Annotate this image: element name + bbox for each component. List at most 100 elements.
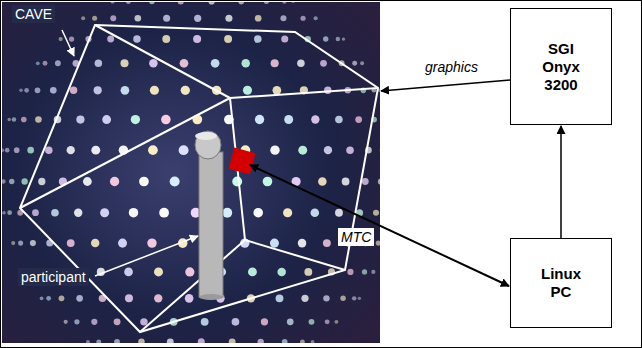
light-dot bbox=[257, 339, 263, 343]
light-dot bbox=[159, 208, 169, 218]
light-dot bbox=[27, 147, 34, 154]
cave-label: CAVE bbox=[12, 5, 55, 23]
light-dot bbox=[255, 15, 262, 22]
light-dot bbox=[310, 208, 319, 217]
light-dot bbox=[291, 2, 294, 3]
light-dot bbox=[74, 319, 79, 324]
light-dot bbox=[11, 241, 15, 245]
light-dot bbox=[59, 37, 63, 41]
light-dot bbox=[323, 295, 329, 301]
light-dot bbox=[12, 117, 17, 122]
light-dot bbox=[40, 297, 44, 301]
light-dot bbox=[149, 2, 155, 4]
light-dot bbox=[325, 319, 330, 324]
signal-label: graphics bbox=[422, 58, 481, 76]
light-dot bbox=[35, 87, 41, 93]
light-dot bbox=[110, 2, 114, 4]
light-dot bbox=[271, 59, 279, 67]
light-dot bbox=[135, 15, 142, 22]
connector-arrow bbox=[560, 126, 562, 238]
light-dot bbox=[124, 268, 133, 277]
light-dot bbox=[67, 239, 75, 247]
light-dot bbox=[46, 296, 51, 301]
light-dot bbox=[76, 115, 84, 123]
light-dot bbox=[74, 209, 82, 217]
light-dot bbox=[161, 115, 171, 125]
light-dot bbox=[282, 2, 286, 4]
light-dot bbox=[21, 117, 27, 123]
graphics-arrow bbox=[381, 80, 510, 91]
light-dot bbox=[70, 87, 77, 94]
light-dot bbox=[7, 118, 10, 121]
light-dot bbox=[185, 267, 194, 276]
light-dot bbox=[238, 2, 244, 4]
light-dot bbox=[126, 2, 131, 4]
light-dot bbox=[131, 115, 140, 124]
process-box: Linux PC bbox=[510, 238, 612, 328]
light-dot bbox=[154, 267, 163, 276]
light-dot bbox=[193, 35, 201, 43]
light-dot bbox=[38, 178, 45, 185]
light-dot bbox=[167, 338, 174, 343]
light-dot bbox=[225, 15, 232, 22]
light-dot bbox=[335, 116, 343, 124]
light-dot bbox=[125, 294, 133, 302]
light-dot bbox=[323, 239, 331, 247]
light-dot bbox=[50, 87, 57, 94]
tracker-sensor bbox=[229, 148, 256, 175]
light-dot bbox=[300, 339, 305, 343]
light-dot bbox=[342, 37, 345, 40]
light-dot bbox=[76, 295, 83, 302]
light-dot bbox=[2, 148, 4, 152]
light-dot bbox=[314, 16, 318, 20]
light-dot bbox=[277, 268, 285, 276]
light-dot bbox=[69, 36, 74, 41]
light-dot bbox=[18, 241, 23, 246]
light-dot bbox=[35, 116, 42, 123]
light-dot bbox=[261, 318, 268, 325]
light-dot bbox=[147, 238, 156, 247]
light-dot bbox=[107, 36, 114, 43]
light-dot bbox=[55, 60, 61, 66]
light-dot bbox=[100, 208, 109, 217]
light-dot bbox=[222, 208, 232, 218]
light-dot bbox=[311, 115, 319, 123]
light-dot bbox=[320, 60, 327, 67]
light-dot bbox=[263, 177, 273, 187]
light-dot bbox=[273, 86, 282, 95]
light-dot bbox=[7, 210, 12, 215]
light-dot bbox=[270, 239, 279, 248]
light-dot bbox=[91, 239, 100, 248]
light-dot bbox=[224, 35, 232, 43]
light-dot bbox=[232, 177, 242, 187]
light-dot bbox=[287, 319, 294, 326]
light-dot bbox=[378, 178, 380, 184]
light-dot bbox=[282, 339, 288, 343]
light-dot bbox=[298, 146, 307, 155]
light-dot bbox=[14, 147, 20, 153]
light-dot bbox=[336, 37, 340, 41]
light-dot bbox=[232, 318, 240, 326]
light-dot bbox=[373, 210, 379, 216]
light-dot bbox=[170, 177, 180, 187]
light-dot bbox=[32, 209, 39, 216]
light-dot bbox=[178, 2, 184, 5]
light-dot bbox=[284, 115, 293, 124]
light-dot bbox=[24, 88, 29, 93]
light-dot bbox=[181, 86, 190, 95]
light-dot bbox=[311, 340, 315, 343]
light-dot bbox=[334, 320, 338, 324]
light-dot bbox=[45, 146, 52, 153]
light-dot bbox=[352, 296, 356, 300]
light-dot bbox=[371, 270, 375, 274]
light-dot bbox=[300, 16, 305, 21]
light-dot bbox=[298, 239, 307, 248]
light-dot bbox=[255, 115, 264, 124]
light-dot bbox=[121, 86, 130, 95]
light-dot bbox=[342, 178, 350, 186]
light-dot bbox=[43, 61, 48, 66]
light-dot bbox=[2, 179, 6, 183]
light-dot bbox=[118, 239, 127, 248]
light-dot bbox=[148, 145, 158, 155]
